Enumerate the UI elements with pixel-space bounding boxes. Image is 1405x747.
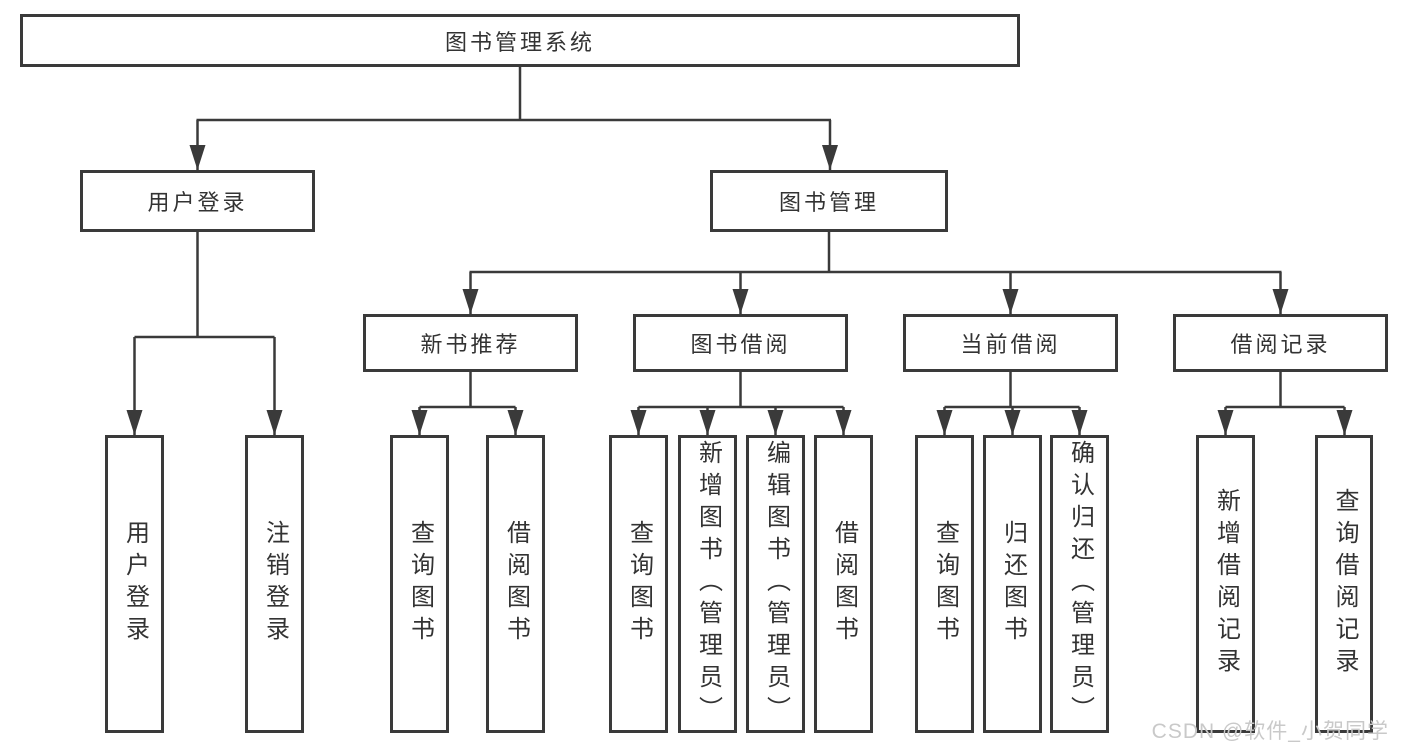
- node-book-management: 图书管理: [710, 170, 948, 232]
- node-label: 新增借阅记录: [1212, 488, 1240, 680]
- node-label: 借阅图书: [830, 520, 858, 648]
- connector-rails: [134, 67, 1345, 409]
- node-label: 确认归还（管理员）: [1066, 440, 1094, 728]
- node-label: 查询图书: [931, 520, 959, 648]
- node-label: 编辑图书（管理员）: [762, 440, 790, 728]
- node-label: 查询图书: [406, 520, 434, 648]
- node-library-management-system: 图书管理系统: [20, 14, 1020, 67]
- node-label: 借阅图书: [502, 520, 530, 648]
- node-user-login-leaf: 用户登录: [105, 435, 164, 733]
- node-add-borrow-record: 新增借阅记录: [1196, 435, 1255, 733]
- node-label: 注销登录: [261, 520, 289, 648]
- node-label: 用户登录: [147, 190, 248, 215]
- node-new-book-recommendation: 新书推荐: [363, 314, 578, 372]
- node-query-borrow-record: 查询借阅记录: [1315, 435, 1373, 733]
- node-return-books: 归还图书: [983, 435, 1042, 733]
- node-edit-books-admin: 编辑图书（管理员）: [746, 435, 805, 733]
- node-label: 查询图书: [625, 520, 653, 648]
- node-label: 图书管理系统: [444, 29, 595, 55]
- node-current-borrowing: 当前借阅: [903, 314, 1118, 372]
- node-label: 当前借阅: [960, 332, 1061, 357]
- node-label: 查询借阅记录: [1331, 488, 1358, 680]
- node-label: 借阅记录: [1230, 332, 1331, 357]
- node-query-books-3: 查询图书: [915, 435, 974, 733]
- node-logout-leaf: 注销登录: [245, 435, 304, 733]
- node-user-login: 用户登录: [80, 170, 315, 232]
- node-query-books-2: 查询图书: [609, 435, 668, 733]
- node-label: 归还图书: [999, 520, 1027, 648]
- node-add-books-admin: 新增图书（管理员）: [678, 435, 737, 733]
- node-query-books: 查询图书: [390, 435, 449, 733]
- node-label: 图书借阅: [690, 332, 791, 357]
- node-borrow-books-2: 借阅图书: [814, 435, 873, 733]
- node-label: 新增图书（管理员）: [694, 440, 722, 728]
- node-borrow-books: 借阅图书: [486, 435, 545, 733]
- node-label: 图书管理: [778, 190, 879, 215]
- csdn-watermark: CSDN @软件_小贺同学: [1151, 720, 1389, 743]
- node-label: 新书推荐: [420, 332, 521, 357]
- node-confirm-return-admin: 确认归还（管理员）: [1050, 435, 1109, 733]
- node-borrowing-records: 借阅记录: [1173, 314, 1388, 372]
- node-label: 用户登录: [121, 520, 149, 648]
- node-book-borrowing: 图书借阅: [633, 314, 848, 372]
